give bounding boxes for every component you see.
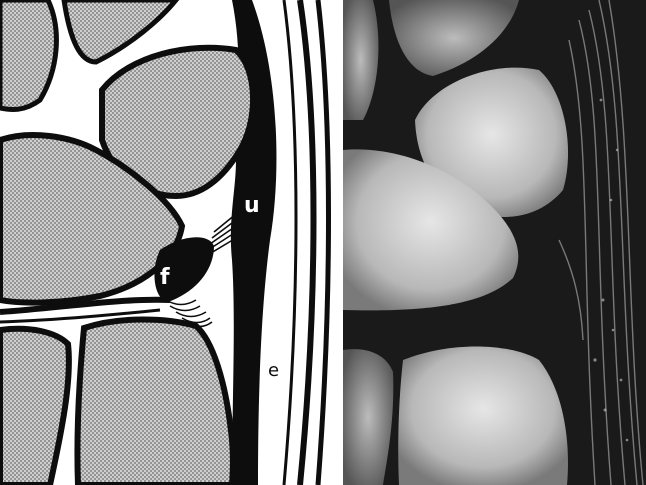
label-u: u [244, 193, 260, 218]
label-e: e [268, 360, 279, 381]
photo-cell-bottom-middle [398, 346, 568, 485]
photo-cell-bottom-left [343, 349, 393, 485]
schematic-drawing: u f e [0, 0, 336, 485]
cell-bottom-middle [77, 320, 232, 485]
photograph-panel [343, 0, 646, 485]
photograph [343, 0, 646, 485]
schematic-drawing-panel: u f e [0, 0, 336, 485]
label-f: f [160, 265, 170, 290]
